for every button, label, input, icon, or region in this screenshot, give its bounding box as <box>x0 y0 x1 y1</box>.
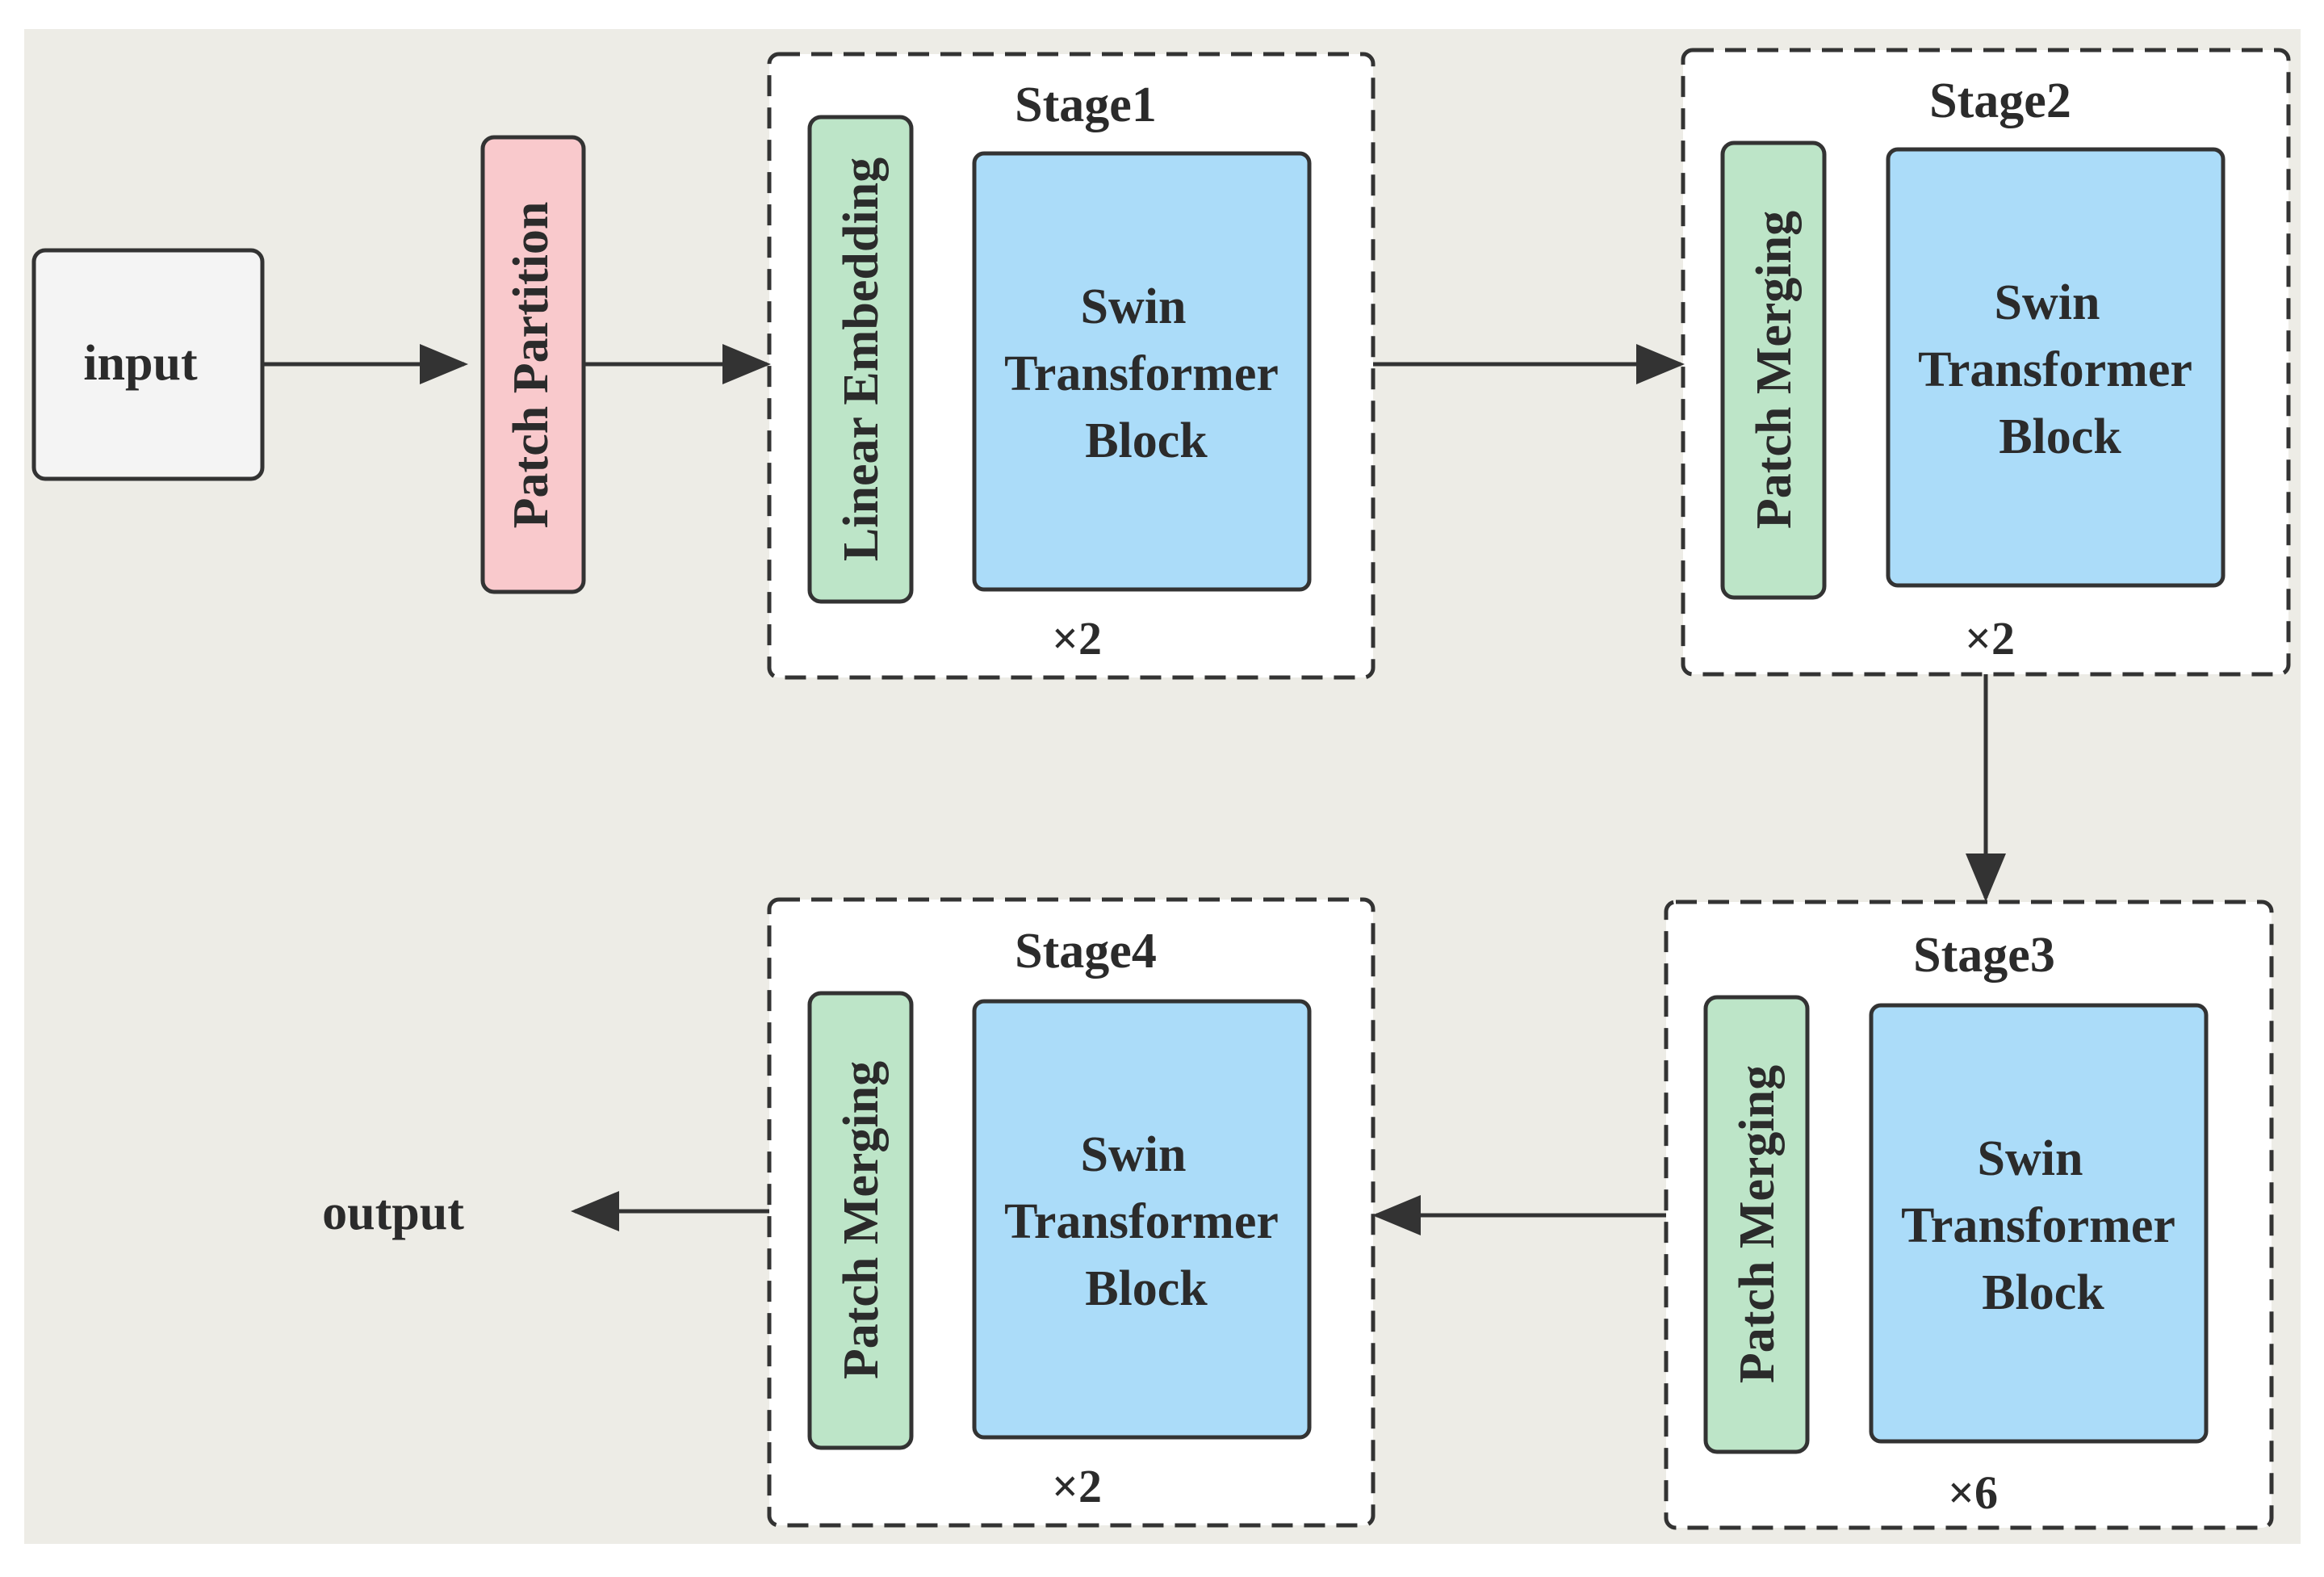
patch-partition-label: Patch Partition <box>504 202 559 529</box>
swin-block-2-line3: Block <box>1999 409 2121 464</box>
swin-block-3-line3: Block <box>1982 1265 2104 1320</box>
stage2-repeat: ×2 <box>1965 612 2015 665</box>
swin-block-2-line2: Transformer <box>1918 342 2192 397</box>
stage1-title: Stage1 <box>1015 78 1157 132</box>
linear-embedding-label: Linear Embedding <box>834 157 889 561</box>
swin-block-4-line3: Block <box>1085 1261 1208 1316</box>
stage1-container: Stage1 Linear Embedding Swin Transformer… <box>767 52 1376 680</box>
stage2-title: Stage2 <box>1929 73 2071 128</box>
swin-block-1 <box>972 151 1312 592</box>
stage3-repeat: ×6 <box>1948 1466 1998 1519</box>
patch-partition-node: Patch Partition <box>480 135 586 594</box>
patch-merging-3-label: Patch Merging <box>1730 1065 1785 1383</box>
patch-merging-block-3 <box>1703 995 1810 1454</box>
stage4-title: Stage4 <box>1015 924 1157 979</box>
swin-block-2 <box>1886 147 2226 588</box>
swin-block-3-line1: Swin <box>1978 1131 2083 1186</box>
output-label: output <box>322 1185 464 1240</box>
input-label: input <box>83 336 198 391</box>
swin-block-1-line2: Transformer <box>1004 346 1279 401</box>
swin-block-3-line2: Transformer <box>1901 1198 2175 1253</box>
swin-block-4 <box>972 999 1312 1440</box>
stage4-container: Stage4 Patch Merging Swin Transformer Bl… <box>767 897 1376 1528</box>
swin-block-4-line1: Swin <box>1081 1127 1187 1182</box>
swin-block-3 <box>1869 1003 2209 1444</box>
stage3-container: Stage3 Patch Merging Swin Transformer Bl… <box>1664 900 2274 1530</box>
swin-block-1-line1: Swin <box>1081 279 1187 334</box>
stage3-title: Stage3 <box>1913 928 2055 983</box>
swin-block-1-line3: Block <box>1085 413 1208 468</box>
swin-block-2-line1: Swin <box>1995 275 2100 330</box>
input-node: input <box>31 248 265 481</box>
linear-embedding-block <box>807 115 914 604</box>
stage4-repeat: ×2 <box>1052 1460 1102 1512</box>
stage1-repeat: ×2 <box>1052 612 1102 665</box>
stage2-container: Stage2 Patch Merging Swin Transformer Bl… <box>1681 48 2291 677</box>
patch-merging-block-2 <box>1720 141 1827 600</box>
swin-block-4-line2: Transformer <box>1004 1194 1279 1249</box>
patch-merging-2-label: Patch Merging <box>1747 211 1802 529</box>
patch-merging-block-4 <box>807 991 914 1450</box>
patch-merging-4-label: Patch Merging <box>834 1061 889 1379</box>
